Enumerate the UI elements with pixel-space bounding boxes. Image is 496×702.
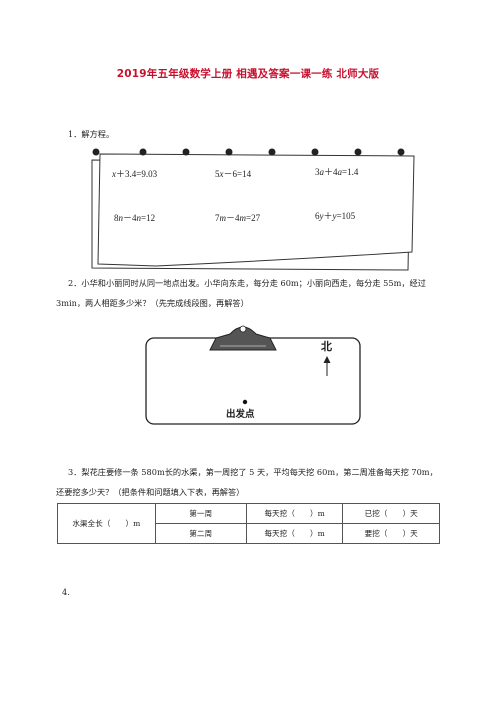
equation-3: 3a＋4a=1.4 bbox=[315, 167, 359, 177]
table-cell: 每天挖（ ）m bbox=[245, 503, 344, 524]
north-arrow-icon bbox=[323, 356, 331, 376]
equation-2: 5x－6=14 bbox=[215, 169, 252, 179]
table-cell: 每天挖（ ）m bbox=[245, 523, 344, 544]
q2-clipboard bbox=[145, 325, 361, 425]
q2-line2: 3min，两人相距多少米？（先完成线段图，再解答） bbox=[56, 298, 249, 308]
q4-label: 4. bbox=[62, 587, 70, 597]
clipboard-clip-icon bbox=[209, 325, 277, 351]
table-cell: 已挖（ ）天 bbox=[342, 503, 440, 524]
q2-line1: 2．小华和小丽同时从同一地点出发。小华向东走，每分走 60m；小丽向西走，每分走… bbox=[68, 278, 426, 288]
q1-label: 1．解方程。 bbox=[68, 129, 115, 139]
start-point-label: 出发点 bbox=[226, 409, 255, 420]
equation-5: 7m－4m=27 bbox=[215, 213, 261, 223]
q3-table: 水渠全长（ ）m 第一周 每天挖（ ）m 已挖（ ）天 第二周 每天挖（ ）m … bbox=[57, 503, 440, 544]
q1-notepad bbox=[91, 148, 415, 271]
binding-holes bbox=[92, 148, 405, 156]
table-cell: 第一周 bbox=[154, 503, 247, 524]
north-label: 北 bbox=[321, 340, 332, 353]
q3-line1: 3．梨花庄要修一条 580m长的水渠，第一周挖了 5 天，平均每天挖 60m，第… bbox=[68, 467, 438, 477]
equation-4: 8n－4n=12 bbox=[114, 213, 156, 223]
table-cell: 第二周 bbox=[154, 523, 247, 544]
q3-line2: 还要挖多少天？（把条件和问题填入下表，再解答） bbox=[56, 487, 245, 497]
table-row: 水渠全长（ ）m 第一周 每天挖（ ）m 已挖（ ）天 bbox=[57, 503, 440, 544]
equation-6: 6y＋y=105 bbox=[315, 211, 356, 221]
page-title: 2019年五年级数学上册 相遇及答案一课一练 北师大版 bbox=[116, 68, 380, 80]
table-cell: 要挖（ ）天 bbox=[342, 523, 440, 544]
equation-1: x＋3.4=9.03 bbox=[112, 169, 158, 179]
start-point-marker bbox=[242, 399, 248, 405]
table-row: 第二周 每天挖（ ）m 要挖（ ）天 bbox=[58, 523, 440, 544]
table-row-header: 水渠全长（ ）m bbox=[57, 503, 156, 544]
